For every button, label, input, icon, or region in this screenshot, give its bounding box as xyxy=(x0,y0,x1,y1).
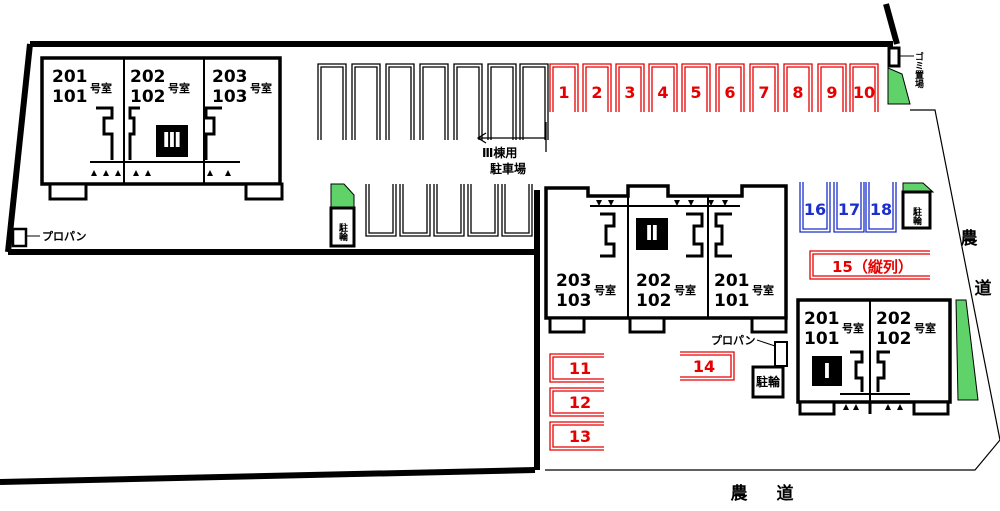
parking-number: 4 xyxy=(657,83,668,102)
building-2 xyxy=(544,184,788,334)
unit-label-upper: 203 xyxy=(556,271,592,291)
unit-label-upper: 202 xyxy=(636,271,672,291)
unit-label-lower: 102 xyxy=(876,329,912,349)
garbage-label: ゴミ置場 xyxy=(913,51,924,89)
parking-number: 8 xyxy=(792,83,803,102)
parking-number: 13 xyxy=(569,427,591,446)
unit-label-lower: 102 xyxy=(130,87,166,107)
parking-number: 15（縦列） xyxy=(832,258,913,276)
parking-number: 10 xyxy=(853,83,875,102)
blue-parking-row xyxy=(799,182,897,233)
parking-number: 2 xyxy=(591,83,602,102)
unit-suffix: 号室 xyxy=(594,283,616,297)
left-parking-col xyxy=(549,353,604,451)
unit-suffix: 号室 xyxy=(250,81,272,95)
unit-label-upper: 203 xyxy=(212,67,248,87)
parking-number: 11 xyxy=(569,359,591,378)
parking-number: 18 xyxy=(870,200,892,219)
red-parking-row xyxy=(549,63,879,112)
b3-lot-label: 駐車場 xyxy=(490,161,526,176)
building-1-label: Ⅰ xyxy=(823,359,830,383)
unit-label-lower: 103 xyxy=(212,87,248,107)
garbage-area xyxy=(887,46,914,68)
unit-label-upper: 201 xyxy=(52,67,88,87)
parking-number: 9 xyxy=(826,83,837,102)
propane-markers xyxy=(11,227,788,367)
unit-label-upper: 201 xyxy=(804,309,840,329)
unit-label-lower: 101 xyxy=(804,329,840,349)
parking-number: 6 xyxy=(724,83,735,102)
farm-road-label-right: 道 xyxy=(975,278,992,299)
parking-number: 7 xyxy=(758,83,769,102)
parking-number: 14 xyxy=(693,357,715,376)
unit-label-lower: 101 xyxy=(714,291,750,311)
building-3 xyxy=(40,56,284,201)
parking-number: 17 xyxy=(838,200,860,219)
bike-label: 駐輪 xyxy=(756,374,781,389)
building-1 xyxy=(796,298,952,416)
unit-label-lower: 103 xyxy=(556,291,592,311)
farm-road-label-right: 農 xyxy=(961,228,978,249)
parking-number: 1 xyxy=(558,83,569,102)
green-areas xyxy=(330,67,979,401)
parking-14 xyxy=(680,351,735,381)
farm-road-label-bottom: 農 道 xyxy=(731,483,800,504)
building-2-label: Ⅱ xyxy=(645,221,658,245)
parking-number: 3 xyxy=(624,83,635,102)
unit-label-upper: 201 xyxy=(714,271,750,291)
bike-parking xyxy=(329,190,932,399)
unit-label-lower: 102 xyxy=(636,291,672,311)
bike-label: 駐輪 xyxy=(337,222,348,242)
unit-suffix: 号室 xyxy=(168,81,190,95)
propane-label: プロパン xyxy=(42,229,87,243)
parking-15 xyxy=(809,250,930,280)
building-3-label: Ⅲ xyxy=(163,128,182,152)
parking-number: 5 xyxy=(690,83,701,102)
building-3-parking xyxy=(317,63,549,237)
unit-suffix: 号室 xyxy=(674,283,696,297)
unit-label-upper: 202 xyxy=(130,67,166,87)
unit-suffix: 号室 xyxy=(842,321,864,335)
bike-label: 駐輪 xyxy=(911,206,922,226)
parking-number: 12 xyxy=(569,393,591,412)
unit-label-lower: 101 xyxy=(52,87,88,107)
unit-label-upper: 202 xyxy=(876,309,912,329)
b3-lot-label: Ⅲ棟用 xyxy=(482,145,517,160)
propane-label: プロパン xyxy=(711,333,756,347)
unit-suffix: 号室 xyxy=(90,81,112,95)
unit-suffix: 号室 xyxy=(752,283,774,297)
unit-suffix: 号室 xyxy=(914,321,936,335)
parking-number: 16 xyxy=(804,200,826,219)
site-boundary xyxy=(0,3,1000,485)
